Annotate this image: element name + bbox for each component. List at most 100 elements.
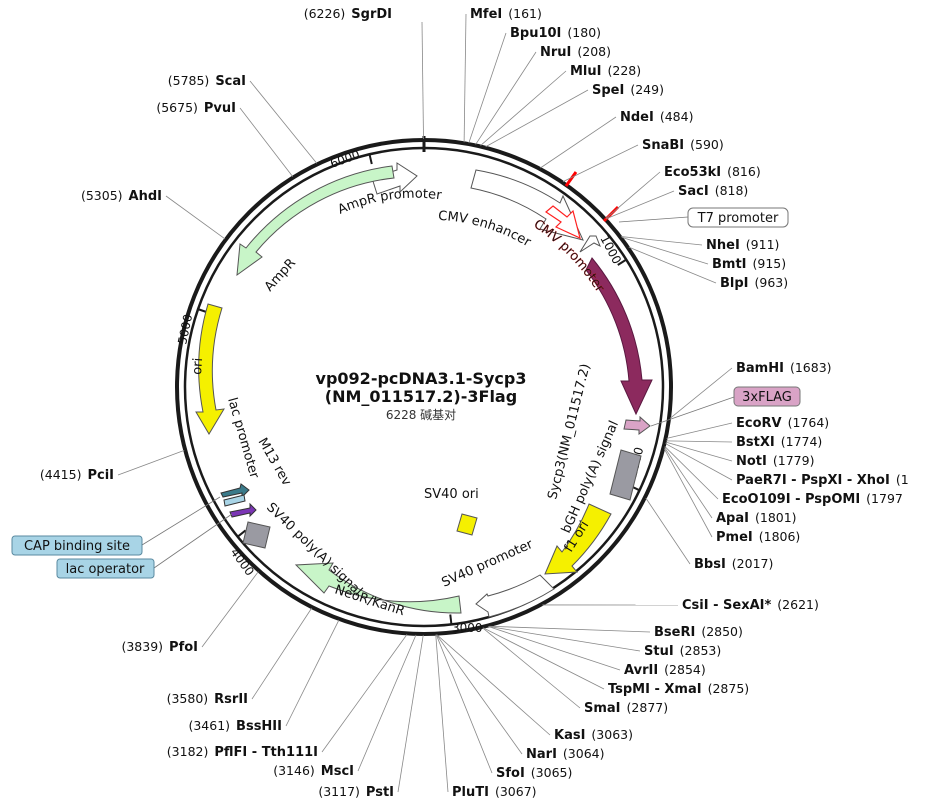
restriction-site-label: CsiI - SexAI*(2621) bbox=[682, 597, 819, 613]
site-leader-line bbox=[357, 634, 417, 772]
restriction-site-label: KasI(3063) bbox=[554, 727, 633, 743]
flag-tag: 3xFLAG bbox=[650, 386, 801, 427]
restriction-site-label: BlpI(963) bbox=[720, 275, 788, 291]
site-leader-line bbox=[285, 619, 340, 727]
restriction-site-label: MluI(228) bbox=[570, 63, 641, 79]
neor-kanr-arrow bbox=[294, 562, 462, 614]
site-leader-line bbox=[664, 446, 719, 500]
restriction-site-leaders bbox=[117, 13, 733, 793]
snabi-cut-mark bbox=[564, 171, 578, 187]
restriction-site-label: TspMI - XmaI(2875) bbox=[608, 681, 749, 697]
site-leader-line bbox=[165, 195, 226, 240]
restriction-site-label: Bpu10I(180) bbox=[510, 25, 601, 41]
lac-operator-label: lac operator bbox=[66, 562, 145, 577]
site-leader-line bbox=[436, 634, 523, 755]
site-leader-line bbox=[239, 107, 294, 177]
restriction-site-labels: MfeI(161) Bpu10I(180) NruI(208) MluI(228) Sp… bbox=[40, 6, 909, 800]
f1-ori-arrow bbox=[544, 503, 612, 575]
restriction-site-label: (3182)PflFI - Tth111I bbox=[167, 744, 318, 760]
restriction-site-label: NdeI(484) bbox=[620, 109, 693, 125]
tick-mark bbox=[237, 529, 247, 538]
tick-mark bbox=[617, 258, 627, 266]
restriction-site-label: BamHI(1683) bbox=[736, 360, 832, 376]
restriction-site-label: AvrII(2854) bbox=[624, 662, 706, 678]
t7-promoter-label: T7 promoter bbox=[697, 211, 779, 226]
ampr-label: AmpR bbox=[262, 256, 299, 295]
restriction-site-label: SpeI(249) bbox=[592, 82, 664, 98]
site-leader-line bbox=[251, 607, 312, 700]
restriction-site-label: BstXI(1774) bbox=[736, 434, 822, 450]
site-leader-line bbox=[249, 80, 318, 164]
ampr-promoter-arrow bbox=[371, 162, 418, 195]
restriction-site-label: Eco53kI(816) bbox=[664, 164, 761, 180]
site-leader-line bbox=[665, 441, 733, 462]
bgh-polya-box bbox=[609, 449, 642, 501]
restriction-site-label: PmeI(1806) bbox=[716, 529, 800, 545]
restriction-site-label: BseRI(2850) bbox=[654, 624, 743, 640]
restriction-site-label: SacI(818) bbox=[678, 183, 748, 199]
sv40-promoter-label: SV40 promoter bbox=[440, 537, 536, 591]
cmv-enhancer-label: CMV enhancer bbox=[438, 209, 534, 250]
site-leader-line bbox=[666, 422, 733, 439]
site-leader-line bbox=[483, 627, 605, 690]
site-leader-line bbox=[663, 448, 713, 538]
t7-promoter-tag: T7 promoter bbox=[618, 207, 789, 228]
lac-operator-arrow bbox=[229, 502, 257, 518]
site-leader-line bbox=[485, 89, 589, 148]
restriction-site-label: StuI(2853) bbox=[644, 643, 721, 659]
site-leader-line bbox=[397, 634, 424, 793]
site-leader-line bbox=[435, 634, 493, 774]
sv40-ori-box bbox=[456, 513, 478, 536]
lac-promoter-label: lac promoter bbox=[224, 396, 262, 481]
site-leader-line bbox=[321, 634, 408, 753]
site-leader-line bbox=[621, 236, 703, 246]
sv40-promoter-arrow bbox=[475, 574, 555, 618]
restriction-site-label: MfeI(161) bbox=[470, 6, 542, 22]
site-leader-line bbox=[606, 190, 675, 220]
restriction-site-label: (3580)RsrII bbox=[167, 691, 248, 707]
site-leader-line bbox=[628, 246, 717, 284]
site-leader-line bbox=[621, 236, 709, 265]
restriction-site-label: (5305)AhdI bbox=[81, 188, 162, 204]
restriction-site-label: PluTI(3067) bbox=[452, 784, 537, 800]
ori-label: ori bbox=[190, 357, 206, 375]
site-leader-line bbox=[201, 571, 259, 648]
site-leader-line bbox=[480, 70, 567, 146]
tick-mark bbox=[449, 614, 453, 625]
ori-arrow bbox=[195, 303, 225, 435]
flag-label: 3xFLAG bbox=[742, 390, 792, 405]
m13-rev-mark bbox=[223, 494, 246, 507]
restriction-site-label: ApaI(1801) bbox=[716, 510, 797, 526]
site-leader-line bbox=[435, 634, 449, 793]
site-leader-line bbox=[436, 634, 551, 736]
restriction-site-label: NarI(3064) bbox=[526, 746, 604, 762]
restriction-site-label: EcoRV(1764) bbox=[736, 415, 829, 431]
restriction-site-label: (5675)PvuI bbox=[156, 100, 236, 116]
sv40-polya-box bbox=[242, 521, 271, 549]
ampr-promoter-label: AmpR promoter bbox=[336, 187, 443, 218]
restriction-site-label: EcoO109I - PspOMI(1797 bbox=[722, 491, 903, 507]
tick-label: 5000 bbox=[175, 313, 195, 346]
sycp3-arrow bbox=[585, 257, 653, 416]
restriction-site-label: (4415)PciI bbox=[40, 467, 114, 483]
restriction-site-label: (3461)BssHII bbox=[188, 718, 282, 734]
plasmid-name-line1: vp092-pcDNA3.1-Sycp3 bbox=[316, 369, 527, 388]
site-leader-line bbox=[482, 627, 581, 709]
site-leader-line bbox=[463, 13, 467, 143]
restriction-site-label: NruI(208) bbox=[540, 44, 611, 60]
tick-label: 3000 bbox=[452, 621, 483, 635]
cmv-enhancer-arrow bbox=[470, 169, 584, 241]
restriction-site-label: (5785)ScaI bbox=[168, 73, 246, 89]
cap-binding-site-tag: CAP binding site bbox=[11, 496, 221, 556]
cmv-promoter-small bbox=[579, 235, 601, 253]
site-leader-line bbox=[664, 447, 713, 519]
flag-arrow bbox=[623, 415, 651, 435]
lac-operator-tag: lac operator bbox=[56, 513, 233, 579]
plasmid-name-line2: (NM_011517.2)-3Flag bbox=[325, 387, 517, 406]
restriction-site-label: (6226)SgrDI bbox=[304, 6, 392, 22]
tick-label: 6000 bbox=[328, 147, 361, 171]
neor-kanr-label: NeoR/KanR bbox=[333, 583, 407, 620]
cmv-promoter-arrow bbox=[545, 205, 581, 240]
plasmid-length: 6228 碱基对 bbox=[386, 408, 456, 422]
